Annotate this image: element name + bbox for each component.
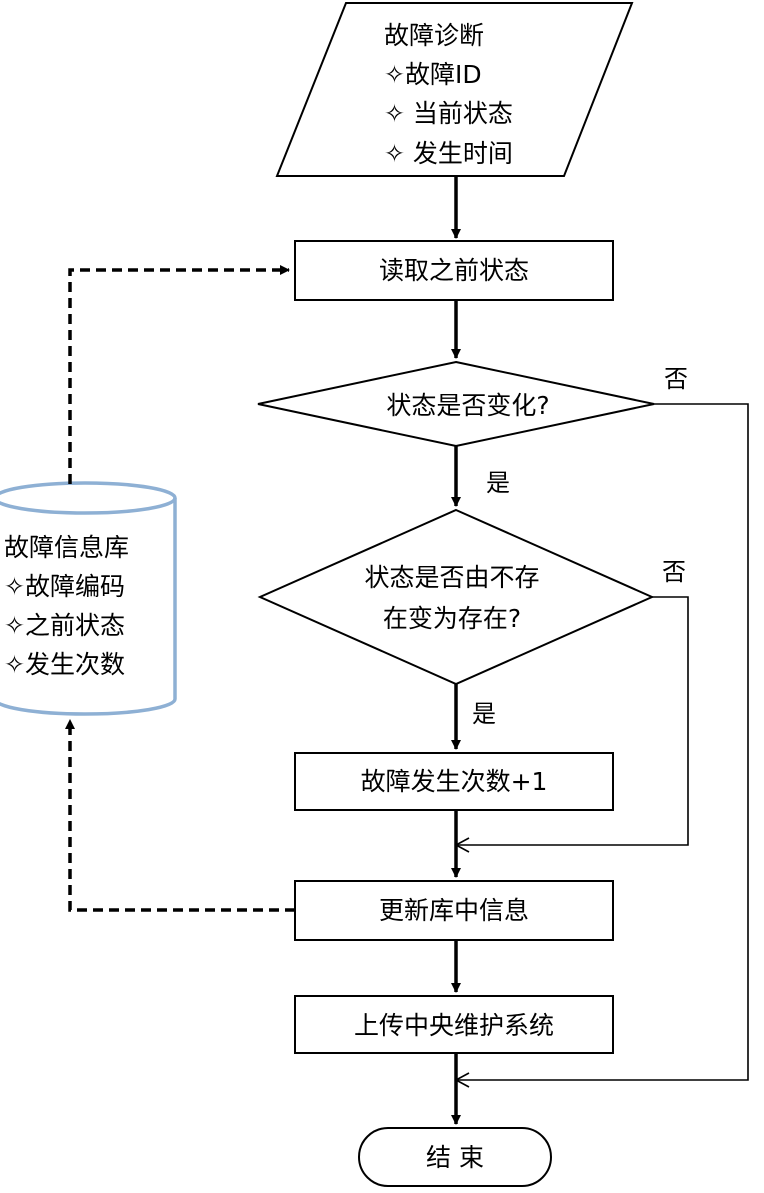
decision-changed-no-label: 否 <box>664 365 688 393</box>
terminal-end-label: 结 束 <box>426 1143 484 1172</box>
decision-changed-label: 状态是否变化? <box>386 391 549 420</box>
input-item-current-state: ✧ 当前状态 <box>384 99 513 128</box>
database-fault-info: 故障信息库 ✧故障编码 ✧之前状态 ✧发生次数 <box>0 481 177 716</box>
input-shape <box>275 1 634 177</box>
decision-appeared-no-label: 否 <box>662 558 686 586</box>
step-upload-label: 上传中央维护系统 <box>354 1011 554 1040</box>
decision-appeared-yes-label: 是 <box>472 700 496 728</box>
database-item-prev-state: ✧之前状态 <box>4 611 125 640</box>
step-increment-label: 故障发生次数+1 <box>361 767 548 796</box>
decision-state-changed: 状态是否变化? <box>257 360 655 448</box>
step-update-db: 更新库中信息 <box>294 880 614 941</box>
decision-appeared-label-line1: 状态是否由不存 <box>364 563 539 592</box>
step-update-label: 更新库中信息 <box>379 896 529 925</box>
decision-changed-yes-label: 是 <box>486 469 510 497</box>
terminal-end-shape <box>358 1127 552 1187</box>
database-cylinder-body <box>0 481 177 716</box>
input-item-fault-id: ✧故障ID <box>384 60 482 89</box>
step-read-label: 读取之前状态 <box>379 256 529 285</box>
decision-state-appeared: 状态是否由不存 在变为存在? <box>257 508 655 686</box>
terminal-end: 结 束 <box>358 1127 552 1187</box>
input-item-occur-time: ✧ 发生时间 <box>384 139 513 168</box>
decision-appeared-label-line2: 在变为存在? <box>383 604 521 633</box>
step-upload-central: 上传中央维护系统 <box>294 995 614 1054</box>
step-increment-box <box>294 752 614 811</box>
flow-no-branch-decision2 <box>454 596 689 853</box>
dashed-update-to-db <box>65 719 295 912</box>
input-fault-diagnosis: 故障诊断 ✧故障ID ✧ 当前状态 ✧ 发生时间 <box>275 1 634 177</box>
database-cylinder-rim <box>0 497 177 515</box>
step-increment-count: 故障发生次数+1 <box>294 752 614 811</box>
step-upload-box <box>294 995 614 1054</box>
database-item-fault-code: ✧故障编码 <box>4 572 125 601</box>
dashed-db-to-read <box>68 265 290 484</box>
step-read-box <box>294 240 614 301</box>
input-title: 故障诊断 <box>384 21 484 50</box>
database-title: 故障信息库 <box>4 533 129 562</box>
decision-appeared-diamond <box>257 508 655 686</box>
database-item-occur-count: ✧发生次数 <box>4 650 125 679</box>
flow-no-branch-decision1 <box>454 403 749 1088</box>
step-read-previous-state: 读取之前状态 <box>294 240 614 301</box>
